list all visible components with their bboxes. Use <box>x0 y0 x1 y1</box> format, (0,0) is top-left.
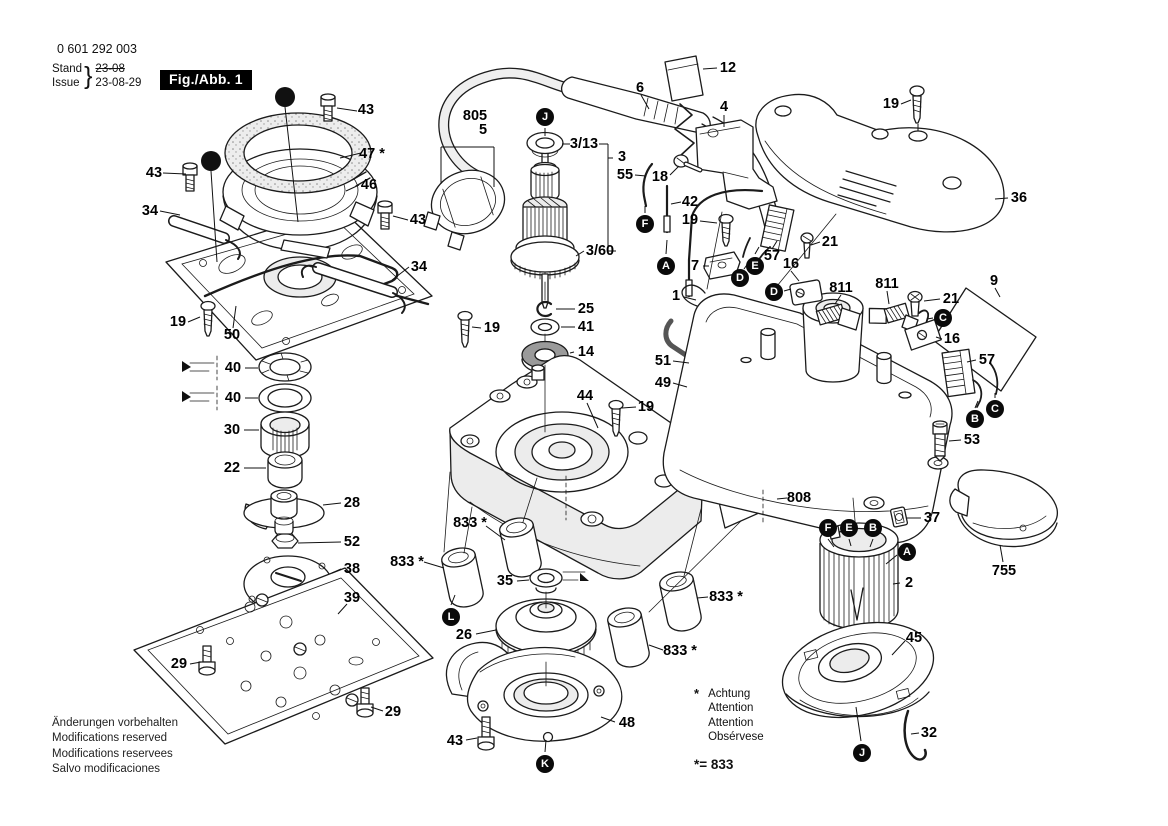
issue-value: 23-08-29 <box>95 76 142 89</box>
notice-line: Modifications reserved <box>52 732 168 745</box>
asterisk-symbol: * <box>694 686 700 701</box>
notice-line: Änderungen vorbehalten <box>52 717 178 729</box>
sanding-plate-drawing <box>133 567 434 745</box>
power-cord-drawing <box>423 55 780 251</box>
stator-drawing <box>819 521 899 630</box>
screw-43-drawing <box>182 93 393 230</box>
stand-value: 23-08 <box>95 63 125 75</box>
note-line: Attention <box>708 716 754 729</box>
switch-drawing <box>642 119 778 298</box>
asterisk-equivalence: *= 833 <box>694 757 734 772</box>
frame-assembly-drawing <box>165 87 433 361</box>
revision-notice: Änderungen vorbehalten Modifications res… <box>52 716 178 778</box>
document-number: 0 601 292 003 <box>57 42 137 56</box>
notice-line: Salvo modificaciones <box>52 763 161 776</box>
brush-hardware-drawing <box>742 204 999 528</box>
revision-block: Stand Issue } 23-08 23-08-29 <box>52 63 141 90</box>
alignment-lines <box>443 211 857 687</box>
notice-line: Modifications reservees <box>52 747 173 760</box>
index-dot <box>275 87 295 107</box>
brace-glyph: } <box>84 62 93 90</box>
note-line: Obsérvese <box>708 731 764 744</box>
dust-box-drawing <box>949 469 1058 548</box>
top-cover-drawing <box>755 85 1005 233</box>
bearing-stack-drawing <box>243 352 333 613</box>
issue-label: Issue <box>52 76 80 89</box>
armature-drawing <box>510 131 580 309</box>
intermediate-housing-drawing <box>449 310 710 580</box>
index-dot <box>201 151 221 171</box>
bracket-lines <box>440 143 616 252</box>
asterisk-note: * Achtung Attention Attention Obsérvese <box>694 686 764 745</box>
bottom-cover-drawing <box>781 621 935 761</box>
stand-label: Stand <box>52 63 83 75</box>
figure-title-badge: Fig./Abb. 1 <box>160 70 252 90</box>
note-line: Achtung <box>708 688 751 700</box>
grease-symbol <box>182 361 215 402</box>
hidden-lines <box>216 355 764 525</box>
main-housing-drawing <box>662 284 1037 544</box>
fan-assembly-drawing <box>445 568 623 751</box>
note-line: Attention <box>708 702 754 715</box>
